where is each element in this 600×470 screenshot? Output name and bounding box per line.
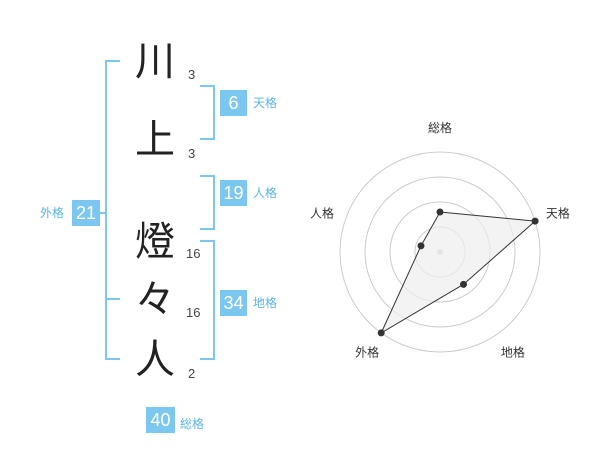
name-char-2: 上 — [135, 117, 175, 163]
tenkaku-bracket-bottom — [200, 138, 215, 140]
jinkaku-label: 人格 — [253, 186, 278, 200]
chikaku-bracket-top — [200, 240, 215, 242]
radar-point-3 — [460, 280, 468, 288]
radar-point-2 — [531, 217, 539, 225]
radar-axis-label-5: 人格 — [310, 206, 334, 221]
gaikaku-value-badge: 21 — [72, 200, 100, 226]
radar-point-4 — [377, 329, 385, 337]
name-char-1: 川 — [135, 39, 175, 85]
outer-bracket-top — [105, 60, 120, 62]
chikaku-bracket-vertical — [213, 240, 215, 360]
outer-bracket-vertical — [105, 60, 107, 360]
tenkaku-value-badge: 6 — [220, 90, 247, 116]
tenkaku-bracket-vertical — [213, 85, 215, 140]
radar-axis-label-1: 総格 — [428, 120, 452, 135]
radar-axis-label-3: 地格 — [501, 344, 525, 359]
stroke-count-3: 16 — [186, 246, 201, 261]
jinkaku-bracket-vertical — [213, 175, 215, 230]
name-char-5: 人 — [135, 337, 175, 383]
chikaku-value-badge: 34 — [220, 290, 247, 316]
outer-bracket-connector — [98, 212, 105, 214]
stroke-count-2: 3 — [188, 146, 196, 161]
jinkaku-bracket-top — [200, 175, 215, 177]
soukaku-label: 総格 — [180, 417, 205, 431]
gaikaku-label: 外格 — [40, 206, 65, 220]
tenkaku-bracket-top — [200, 85, 215, 87]
radar-polygon — [380, 211, 537, 335]
soukaku-value-badge: 40 — [146, 407, 175, 433]
name-char-3: 燈 — [135, 219, 175, 265]
tenkaku-label: 天格 — [253, 96, 278, 110]
chikaku-label: 地格 — [253, 296, 278, 310]
radar-ring-4 — [339, 151, 541, 353]
stroke-count-5: 2 — [188, 366, 196, 381]
radar-axis-label-2: 天格 — [546, 206, 570, 221]
outer-bracket-middle — [105, 298, 120, 300]
radar-ring-3 — [364, 176, 516, 328]
stroke-count-1: 3 — [188, 67, 196, 82]
stroke-count-4: 16 — [186, 305, 201, 320]
outer-bracket-bottom — [105, 358, 120, 360]
jinkaku-value-badge: 19 — [220, 180, 247, 206]
chikaku-bracket-bottom — [200, 358, 215, 360]
radar-point-1 — [436, 208, 444, 216]
jinkaku-bracket-bottom — [200, 228, 215, 230]
radar-axis-label-4: 外格 — [355, 344, 379, 359]
radar-point-5 — [417, 242, 425, 250]
name-char-4: 々 — [135, 277, 175, 323]
